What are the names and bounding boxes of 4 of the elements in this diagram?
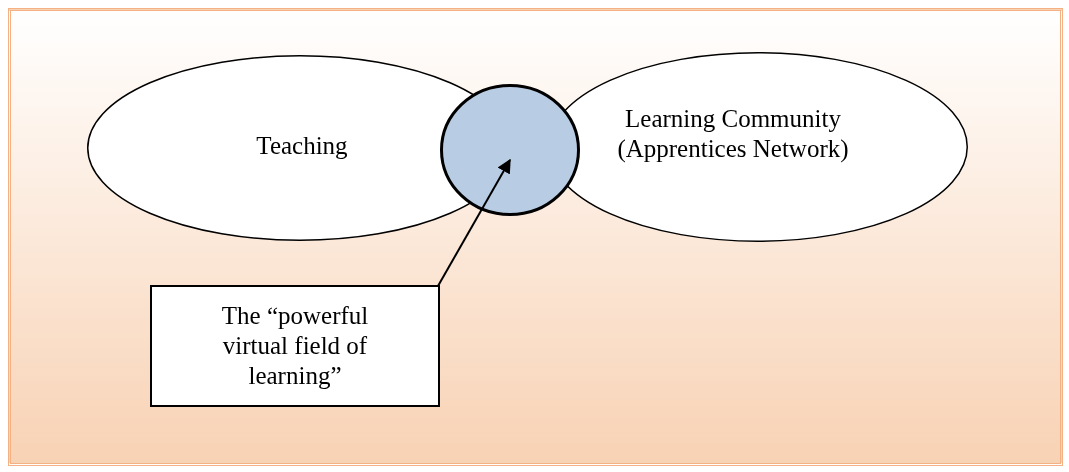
callout-box: The “powerful virtual field of learning” — [150, 285, 440, 407]
oval-label: Teaching — [255, 131, 349, 161]
oval-label: Learning Community (Apprentices Network) — [616, 104, 850, 164]
arrow — [437, 158, 511, 287]
